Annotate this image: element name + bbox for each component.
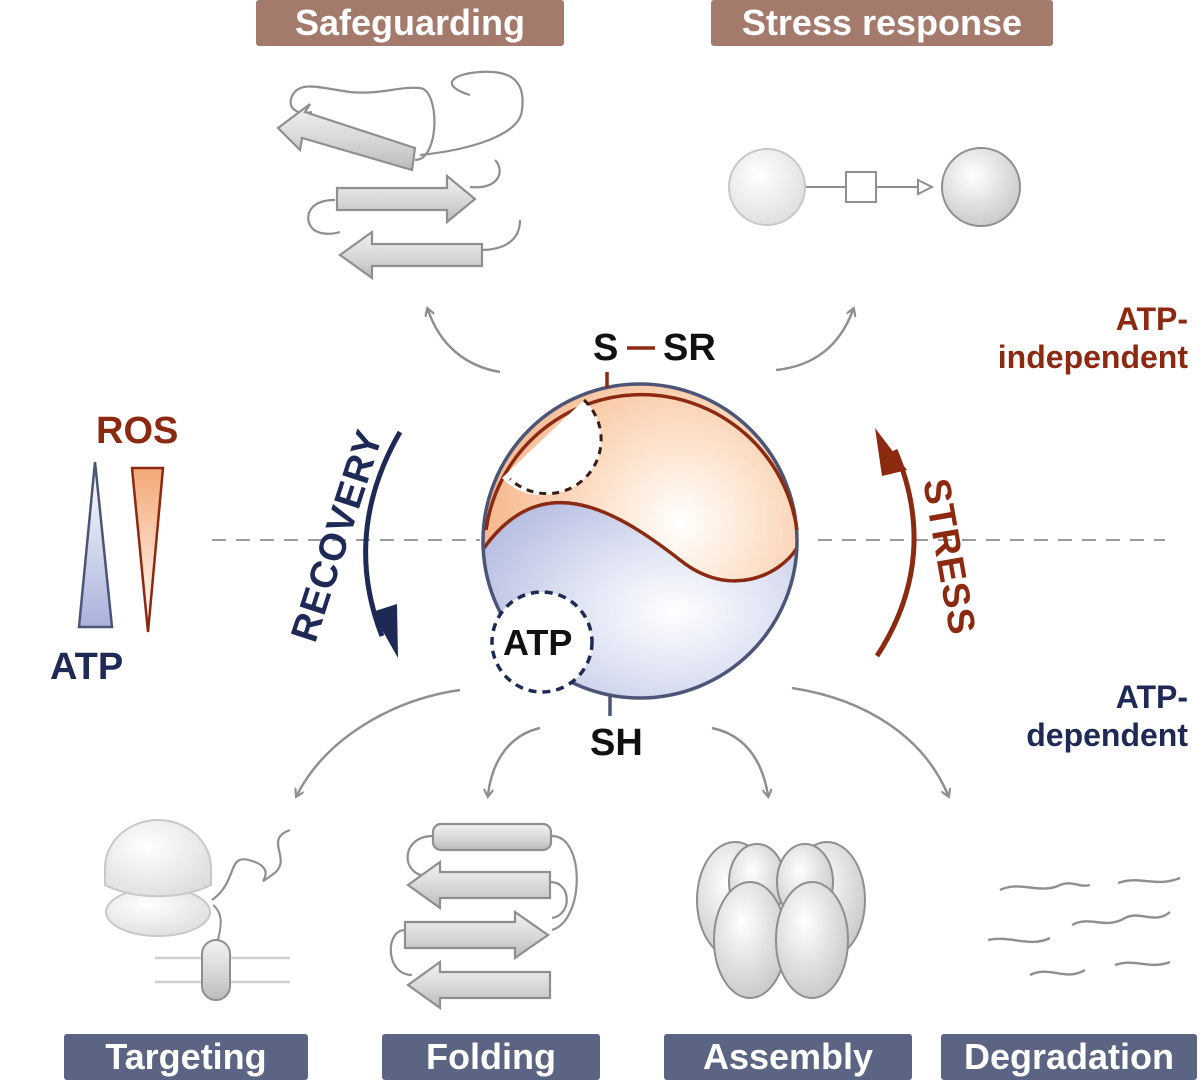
folding-illustration — [389, 822, 578, 1011]
safeguarding-illustration — [276, 70, 524, 281]
ros-gradient-triangle — [130, 466, 165, 633]
recovery-arrowhead — [372, 604, 398, 658]
arrow-to-degradation — [791, 686, 948, 795]
assembly-label: Assembly — [664, 1034, 912, 1080]
atp-binding-site — [490, 590, 594, 694]
sr-label: SR — [663, 327, 716, 369]
atp-site-label: ATP — [503, 622, 573, 663]
sulfur-label: S — [593, 327, 619, 369]
stress-arrowhead — [875, 428, 907, 476]
targeting-label: Targeting — [64, 1034, 308, 1080]
folding-label: Folding — [382, 1034, 600, 1080]
degradation-label: Degradation — [941, 1034, 1197, 1080]
binding-pocket — [508, 398, 603, 496]
stress-arrow — [874, 449, 917, 658]
atp-dependent-label: ATP- dependent — [930, 678, 1188, 754]
atp-dependent-line2: dependent — [1026, 717, 1188, 753]
arrow-to-folding — [488, 726, 541, 795]
sh-label: SH — [590, 722, 643, 764]
atp-gradient-triangle — [77, 461, 114, 629]
atp-dependent-line1: ATP- — [1115, 679, 1188, 715]
targeting-illustration — [104, 819, 291, 1001]
stress-response-label: Stress response — [711, 0, 1053, 46]
atp-independent-line1: ATP- — [1115, 301, 1188, 337]
arrow-to-safeguarding — [428, 310, 501, 374]
arrow-to-assembly — [711, 726, 768, 795]
atp-independent-line2: independent — [997, 339, 1188, 375]
atp-independent-label: ATP- independent — [930, 300, 1188, 376]
assembly-illustration — [696, 841, 866, 999]
stress-response-illustration — [728, 147, 1021, 227]
atp-gradient-label: ATP — [50, 646, 124, 688]
degradation-illustration — [987, 876, 1181, 977]
arrow-to-stress-response — [775, 310, 853, 372]
safeguarding-label: Safeguarding — [256, 0, 564, 46]
ros-label: ROS — [96, 410, 179, 452]
arrow-to-targeting — [297, 688, 461, 795]
